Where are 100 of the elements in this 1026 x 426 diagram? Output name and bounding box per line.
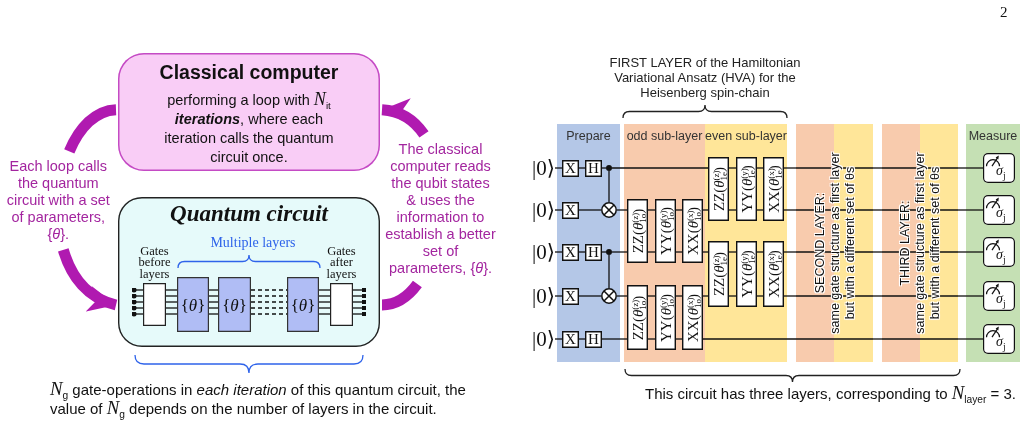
qubit-wire xyxy=(783,295,797,297)
qubit-wire xyxy=(250,295,288,297)
gate-box xyxy=(627,285,648,350)
qubit-wire xyxy=(250,289,288,291)
qubit-wire xyxy=(578,338,586,340)
circuit-panel xyxy=(118,197,380,347)
qubit-state-label: |0⟩ xyxy=(525,156,555,180)
gate-box xyxy=(736,157,757,221)
qubit-wire xyxy=(756,251,764,253)
gate-box xyxy=(708,157,729,221)
measurement-box xyxy=(983,153,1015,183)
gate-group-label: Gates after layers xyxy=(325,245,358,280)
qubit-wire xyxy=(783,167,797,169)
edge-label: The classical computer reads the qubit states & uses the information to establish a better set of parameters, {θ}. xyxy=(384,141,497,278)
qubit-wire xyxy=(601,251,607,253)
qubit-wire xyxy=(554,167,563,169)
qubit-wire xyxy=(352,311,367,317)
layer-block xyxy=(218,277,251,332)
parameter-label: {θ} xyxy=(180,296,206,313)
qubit-wire xyxy=(872,167,883,169)
gate-box xyxy=(763,241,784,307)
qubit-wire xyxy=(318,301,331,303)
qubit-wire xyxy=(250,313,288,315)
circled-cross-icon xyxy=(601,202,617,218)
layer-note-heading: SECOND LAYER: xyxy=(812,192,827,294)
qubit-wire xyxy=(675,209,683,211)
band-title: Prepare xyxy=(566,129,611,143)
qubit-wire xyxy=(318,307,331,309)
layer-note: same gate structure as first layer but with a different set of θs xyxy=(827,151,857,336)
observable-label: σ$_{j}$ xyxy=(996,204,1006,222)
qubit-wire xyxy=(957,209,984,211)
qubit-state-label: |0⟩ xyxy=(525,198,555,222)
gate-box xyxy=(655,285,676,350)
qubit-wire xyxy=(165,301,178,303)
qubit-wire xyxy=(702,209,709,211)
qubit-wire xyxy=(578,295,602,297)
gate-box: X xyxy=(562,287,579,305)
gate-box xyxy=(682,285,703,350)
gate-box xyxy=(682,199,703,263)
stage-band xyxy=(624,124,705,362)
qubit-wire xyxy=(318,313,331,315)
control-dot-icon xyxy=(606,165,612,171)
qubit-wire xyxy=(872,251,883,253)
qubit-state-label: |0⟩ xyxy=(525,284,555,308)
qubit-wire xyxy=(872,295,883,297)
gate-box xyxy=(708,241,729,307)
qubit-wire xyxy=(702,295,709,297)
gate-box: X xyxy=(562,330,579,348)
qubit-wire xyxy=(578,209,602,211)
gate-box: X xyxy=(562,159,579,177)
qubit-wire xyxy=(783,251,797,253)
parameter-label: {θ} xyxy=(222,296,247,313)
qubit-wire xyxy=(702,251,709,253)
qubit-wire xyxy=(352,299,367,305)
qubit-wire xyxy=(728,167,737,169)
qubit-wire xyxy=(675,338,683,340)
gate-group-label: Gates before layers xyxy=(137,245,172,280)
box-text: performing a loop with N$_{it}$ iterations, where each iteration calls the quantum circuit once. xyxy=(163,90,335,167)
gate-box: H xyxy=(585,330,602,348)
qubit-wire xyxy=(250,301,288,303)
computer-box xyxy=(118,53,380,171)
qubit-wire xyxy=(647,209,656,211)
measurement-box xyxy=(983,195,1015,225)
qubit-wire xyxy=(601,167,607,169)
measurement-box xyxy=(983,237,1015,267)
qubit-wire xyxy=(872,209,883,211)
qubit-wire xyxy=(208,313,219,315)
gate-box xyxy=(627,199,648,263)
qubit-wire xyxy=(611,251,628,253)
layer-band xyxy=(882,124,958,362)
qubit-wire xyxy=(250,307,288,309)
qubit-wire xyxy=(554,295,563,297)
qubit-wire xyxy=(702,338,797,340)
layer-note-heading: THIRD LAYER: xyxy=(897,200,913,286)
observable-label: σ$_{j}$ xyxy=(996,162,1006,180)
qubit-wire xyxy=(675,295,683,297)
qubit-wire xyxy=(647,338,656,340)
qubit-state-label: |0⟩ xyxy=(525,327,555,351)
qubit-wire xyxy=(728,251,737,253)
qubit-wire xyxy=(165,313,178,315)
measurement-box xyxy=(983,324,1015,354)
layer-note: same gate structure as first layer but with a different set of θs xyxy=(912,151,943,336)
stage-band xyxy=(557,124,620,362)
qubit-wire xyxy=(131,305,144,311)
observable-label: σ$_{j}$ xyxy=(996,333,1006,351)
qubit-wire xyxy=(728,295,737,297)
qubit-wire xyxy=(616,209,628,211)
qubit-wire xyxy=(957,167,984,169)
band-title: even sub-layer xyxy=(705,129,787,143)
measurement-box xyxy=(983,281,1015,311)
qubit-wire xyxy=(756,295,764,297)
qubit-wire xyxy=(352,287,367,293)
qubit-wire xyxy=(647,295,656,297)
box-title: Classical computer xyxy=(159,61,339,84)
page-number: 2 xyxy=(1000,4,1009,21)
qubit-wire xyxy=(554,209,563,211)
cnot-line xyxy=(608,170,610,203)
qubit-wire xyxy=(208,301,219,303)
qubit-wire xyxy=(578,251,586,253)
qubit-wire xyxy=(131,293,144,299)
